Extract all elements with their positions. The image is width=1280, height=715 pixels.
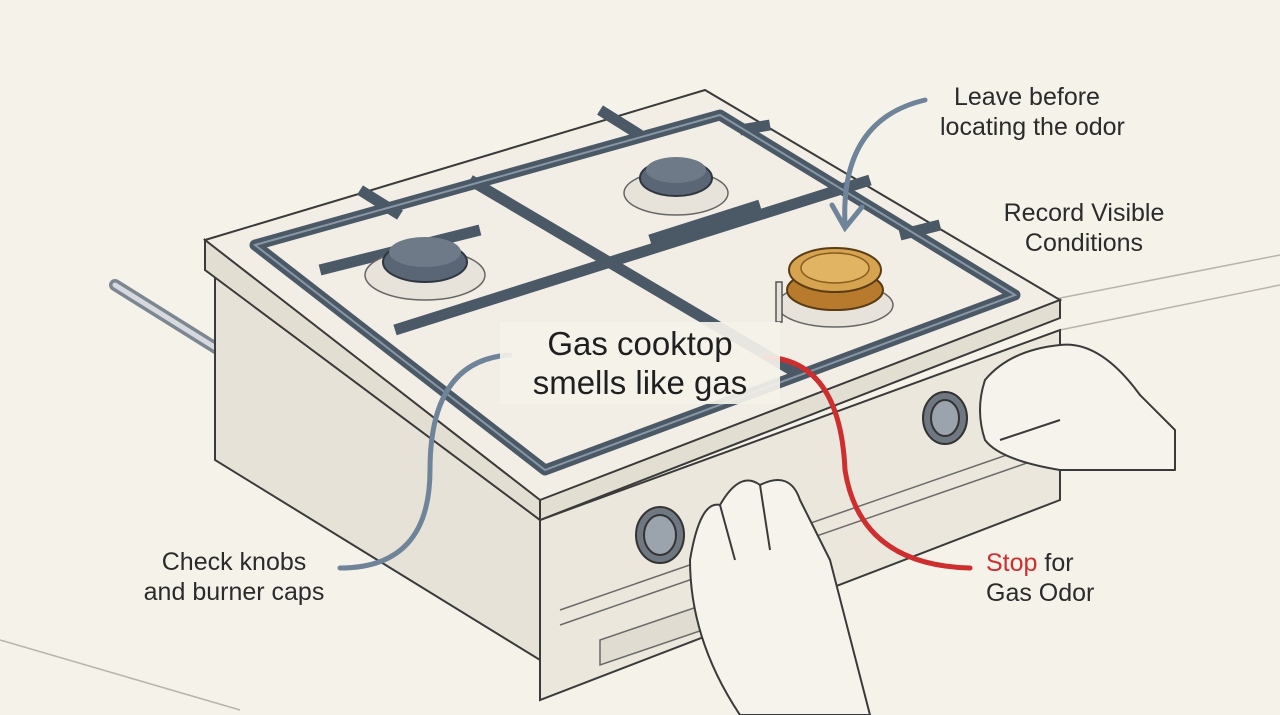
check-callout: Check knobs and burner caps: [136, 547, 332, 607]
burner-brass-cap: [775, 247, 894, 328]
counter-lines: [0, 254, 1280, 711]
record-callout-line2: Conditions: [1024, 229, 1144, 257]
leave-callout-line1: Leave before: [954, 83, 1100, 111]
stop-callout-line2: Gas Odor: [986, 579, 1095, 607]
stop-callout-connector: [762, 354, 973, 571]
stop-callout-keyword: Stop: [986, 549, 1038, 577]
hand-front: [689, 479, 871, 715]
hand-right: [979, 343, 1176, 471]
center-title: Gas cooktop smells like gas: [500, 322, 780, 404]
center-title-line2: smells like gas: [532, 364, 748, 401]
check-callout-connector: [337, 352, 513, 571]
record-callout-line1: Record Visible: [1003, 199, 1165, 227]
stop-callout-line1-rest: for: [1037, 549, 1074, 577]
leave-callout-arrow: [829, 97, 928, 233]
record-callout: Record Visible Conditions: [998, 198, 1170, 258]
check-callout-line2: and burner caps: [143, 578, 325, 606]
grate-highlights: [252, 113, 1018, 472]
center-title-line1: Gas cooktop: [547, 325, 733, 362]
leave-callout-line2: locating the odor: [940, 113, 1125, 141]
leave-callout: Leave before locating the odor: [940, 82, 1125, 142]
burner-front-left: [364, 237, 486, 301]
stop-callout: Stop for Gas Odor: [986, 548, 1094, 608]
stop-callout-line1: Stop for: [986, 548, 1094, 578]
burner-back: [623, 157, 729, 216]
check-callout-line1: Check knobs: [161, 548, 307, 576]
